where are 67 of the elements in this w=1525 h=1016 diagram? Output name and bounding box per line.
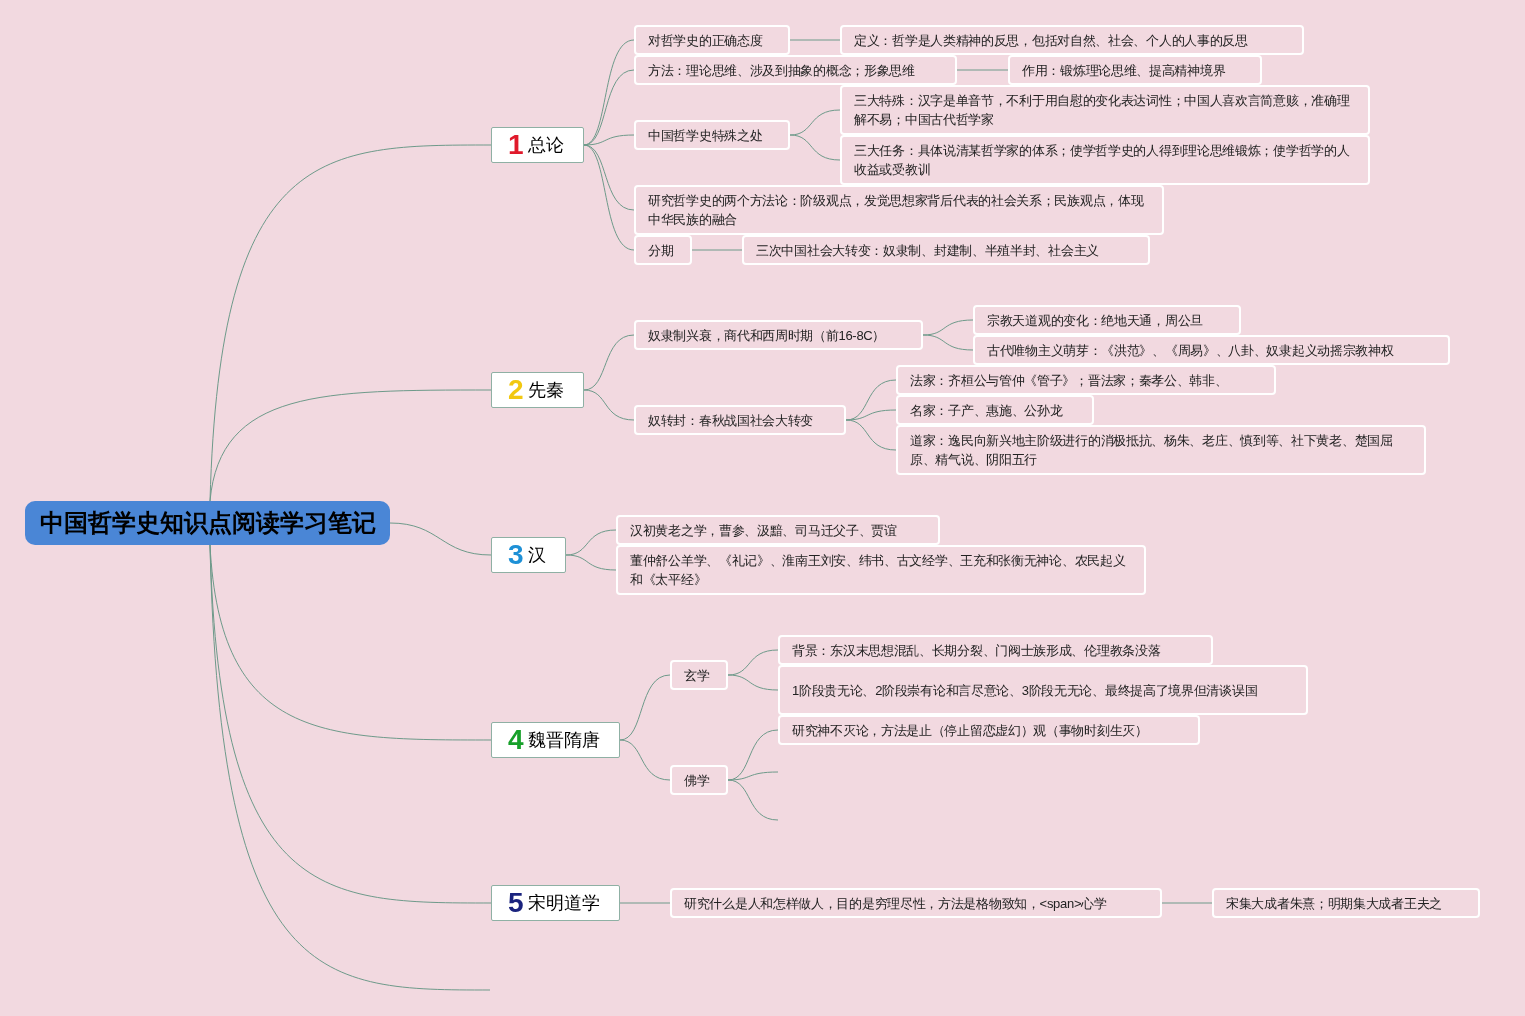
branch-number: 3 — [508, 541, 524, 569]
branch-box — [491, 722, 620, 758]
branch-number: 2 — [508, 376, 524, 404]
connector-line — [727, 771, 779, 781]
connector-line — [845, 409, 897, 421]
connector-line — [619, 902, 671, 904]
connector-line — [691, 249, 743, 251]
topic-box: 三大任务：具体说清某哲学家的体系；使学哲学史的人得到理论思维锻炼；使学哲学的人收益或受教训 — [840, 135, 1370, 185]
topic-box: 奴隶制兴衰，商代和西周时期（前16-8C） — [634, 320, 923, 350]
topic-box: 法家：齐桓公与管仲《管子》；晋法家；秦孝公、韩非、 — [896, 365, 1276, 395]
branch-label: 总论 — [527, 133, 564, 157]
topic-box: 分期 — [634, 235, 692, 265]
connector-line — [1161, 902, 1213, 904]
branch-number: 5 — [508, 889, 524, 917]
connector-line — [789, 134, 841, 161]
topic-box: 古代唯物主义萌芽：《洪范》、《周易》、八卦、奴隶起义动摇宗教神权 — [973, 335, 1450, 365]
branch-box — [491, 537, 566, 573]
topic-box: 佛学 — [670, 765, 728, 795]
connector-line — [389, 522, 492, 556]
topic-box: 作用：锻炼理论思维、提高精神境界 — [1008, 55, 1262, 85]
branch-box — [491, 127, 584, 163]
branch-number: 1 — [508, 131, 524, 159]
connector-line — [583, 334, 635, 391]
topic-box: 方法：理论思维、涉及到抽象的概念；形象思维 — [634, 55, 957, 85]
connector-line — [209, 389, 492, 502]
connector-line — [565, 529, 617, 556]
connector-line — [789, 39, 841, 41]
topic-box: 道家：逸民向新兴地主阶级进行的消极抵抗、杨朱、老庄、慎到等、社下黄老、楚国屈原、精气说、阴阳五行 — [896, 425, 1426, 475]
topic-box: 玄学 — [670, 660, 728, 690]
topic-box: 三次中国社会大转变：奴隶制、封建制、半殖半封、社会主义 — [742, 235, 1150, 265]
topic-box: 中国哲学史特殊之处 — [634, 120, 790, 150]
branch-label: 汉 — [527, 543, 546, 567]
branch-number: 4 — [508, 726, 524, 754]
connector-line — [727, 674, 779, 691]
branch-label: 宋明道学 — [527, 891, 600, 915]
connector-line — [922, 319, 974, 336]
topic-box: 背景：东汉末思想混乱、长期分裂、门阀士族形成、伦理教条没落 — [778, 635, 1213, 665]
topic-box: 宗教天道观的变化：绝地天通，周公旦 — [973, 305, 1241, 335]
branch-label: 先秦 — [527, 378, 564, 402]
connector-line — [619, 674, 671, 741]
topic-box: 研究神不灭论，方法是止（停止留恋虚幻）观（事物时刻生灭） — [778, 715, 1200, 745]
topic-box: 董仲舒公羊学、《礼记》、淮南王刘安、纬书、古文经学、王充和张衡无神论、农民起义和《太平经》 — [616, 545, 1146, 595]
connector-line — [845, 419, 897, 451]
connector-line — [956, 69, 1009, 71]
connector-line — [727, 779, 779, 821]
topic-box: 研究哲学史的两个方法论：阶级观点，发觉思想家背后代表的社会关系；民族观点，体现中华民族的融合 — [634, 185, 1164, 235]
connector-line — [209, 544, 491, 991]
topic-box: 三大特殊：汉字是单音节，不利于用自慰的变化表达词性；中国人喜欢言简意赅，准确理解不易；中国古代哲学家 — [840, 85, 1370, 135]
topic-box: 汉初黄老之学，曹参、汲黯、司马迁父子、贾谊 — [616, 515, 940, 545]
branch-box — [491, 372, 584, 408]
connector-line — [209, 144, 492, 502]
topic-box: 1阶段贵无论、2阶段崇有论和言尽意论、3阶段无无论、最终提高了境界但清谈误国 — [778, 665, 1308, 715]
topic-box: 定义：哲学是人类精神的反思，包括对自然、社会、个人的人事的反思 — [840, 25, 1304, 55]
connector-line — [619, 739, 671, 781]
topic-box: 奴转封：春秋战国社会大转变 — [634, 405, 846, 435]
branch-label: 魏晋隋唐 — [527, 728, 600, 752]
topic-box: 宋集大成者朱熹；明期集大成者王夫之 — [1212, 888, 1480, 918]
branch-box — [491, 885, 620, 921]
topic-box: 名家：子产、惠施、公孙龙 — [896, 395, 1094, 425]
connector-line — [922, 334, 974, 351]
connector-line — [727, 649, 779, 676]
connector-line — [583, 144, 635, 251]
connector-line — [583, 389, 635, 421]
connector-line — [565, 554, 617, 571]
topic-box: 研究什么是人和怎样做人，目的是穷理尽性，方法是格物致知，<span>心学 — [670, 888, 1162, 918]
root-topic: 中国哲学史知识点阅读学习笔记 — [25, 501, 390, 545]
topic-box: 对哲学史的正确态度 — [634, 25, 790, 55]
